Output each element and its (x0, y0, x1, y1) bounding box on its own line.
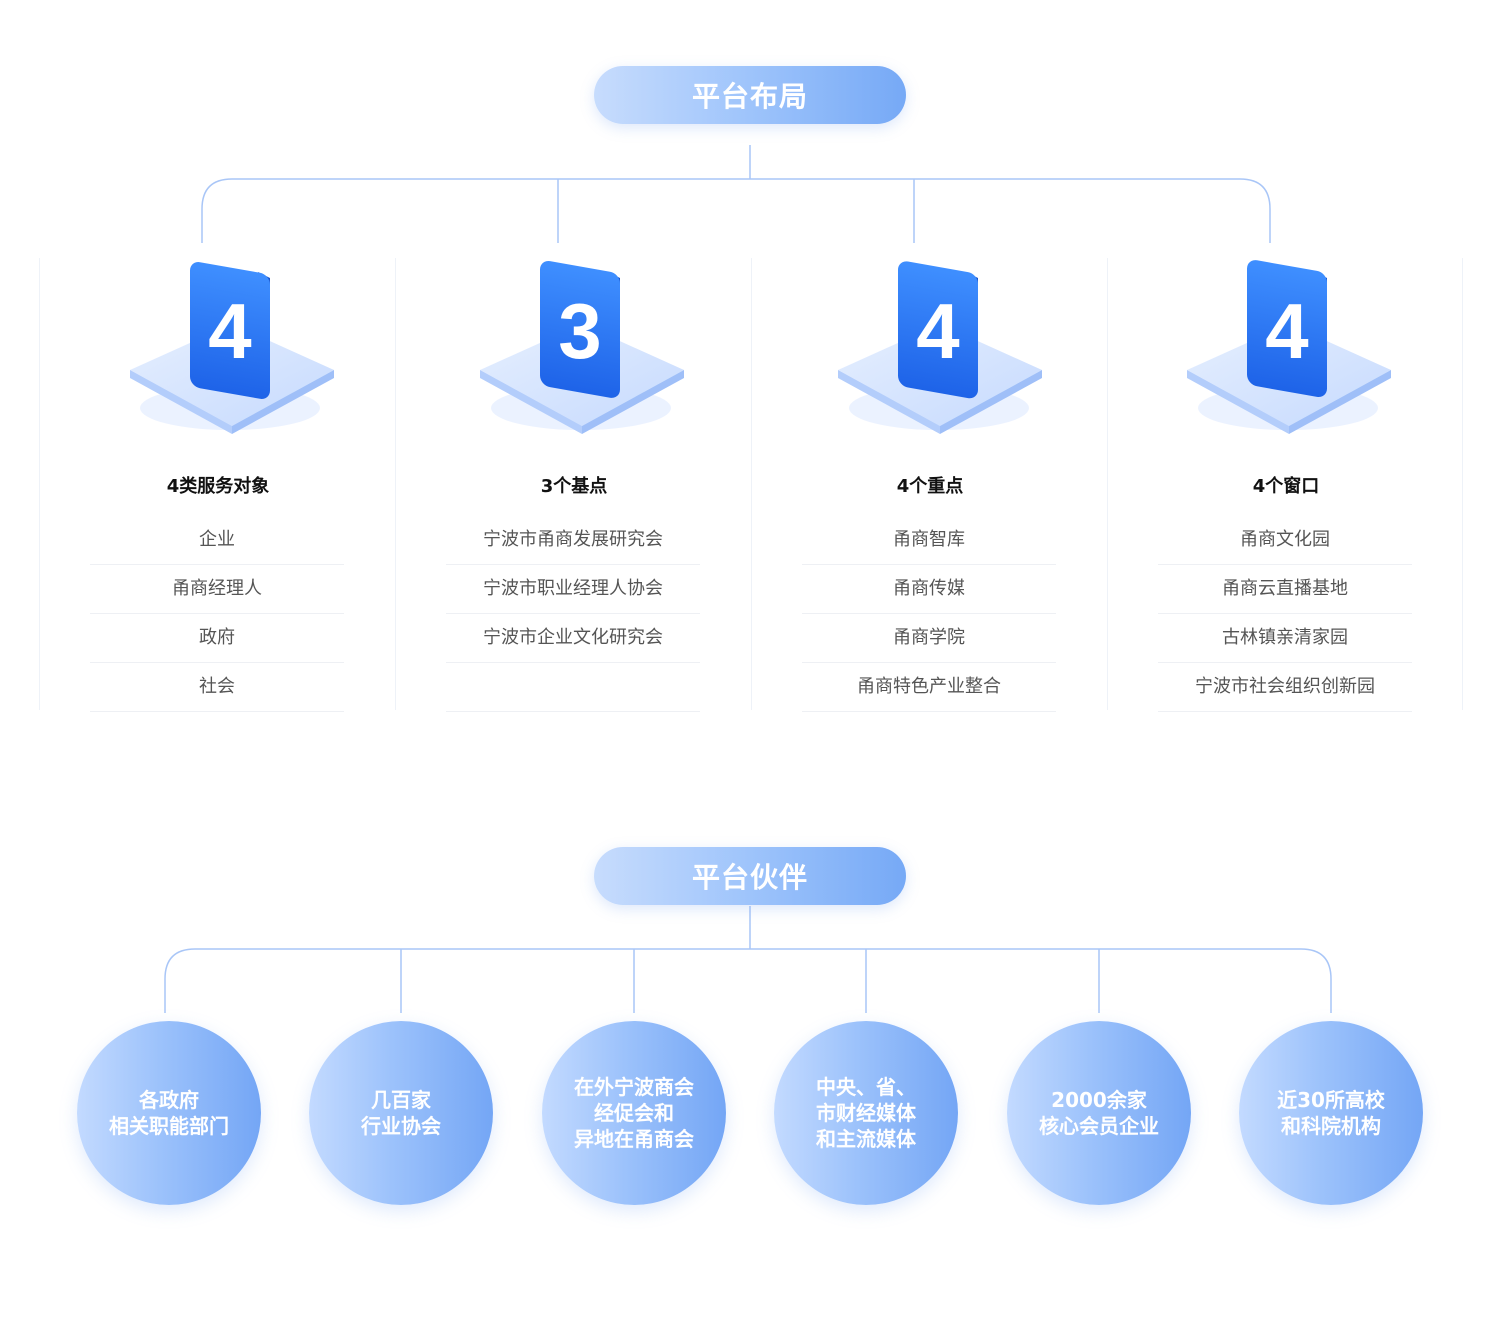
badge-number: 3 (558, 287, 601, 375)
list-item: 宁波市社会组织创新园 (1158, 663, 1412, 712)
column-title: 4个重点 (896, 476, 964, 497)
partner-line: 核心会员企业 (1039, 1114, 1159, 1138)
partner-line: 2000余家 (1051, 1088, 1147, 1112)
partner-line: 和主流媒体 (816, 1127, 916, 1151)
list-item: 甬商智库 (802, 516, 1056, 565)
list-item: 社会 (90, 663, 344, 712)
partner-circle: 近30所高校 和科院机构 (1239, 1021, 1423, 1205)
section-title-text: 平台伙伴 (691, 861, 808, 894)
section-title-platform-layout: 平台布局 (594, 66, 906, 124)
partner-line: 近30所高校 (1277, 1088, 1385, 1112)
column-title: 4类服务对象 (166, 476, 270, 497)
badge-number: 4 (1265, 287, 1308, 375)
partner-line: 在外宁波商会 (574, 1075, 694, 1099)
layout-column-windows: 4 4个窗口 甬商文化园 甬商云直播基地 古林镇亲清家园 宁波市社会组织创新园 (1107, 258, 1463, 712)
list-item: 企业 (90, 516, 344, 565)
column-list: 甬商文化园 甬商云直播基地 古林镇亲清家园 宁波市社会组织创新园 (1158, 516, 1412, 712)
partner-line: 几百家 (371, 1088, 431, 1112)
list-item: 甬商特色产业整合 (802, 663, 1056, 712)
number-badge-4-icon: 4 (1187, 260, 1391, 434)
section-title-platform-partners: 平台伙伴 (594, 847, 906, 905)
partner-circle: 2000余家 核心会员企业 (1007, 1021, 1191, 1205)
list-item: 宁波市职业经理人协会 (446, 565, 700, 614)
partner-line: 各政府 (139, 1088, 199, 1112)
list-item: 政府 (90, 614, 344, 663)
number-badge-3-icon: 3 (480, 261, 684, 434)
layout-column-key-points: 4 4个重点 甬商智库 甬商传媒 甬商学院 甬商特色产业整合 (751, 258, 1107, 712)
column-list: 宁波市甬商发展研究会 宁波市职业经理人协会 宁波市企业文化研究会 (446, 516, 700, 712)
list-item: 甬商云直播基地 (1158, 565, 1412, 614)
partner-line: 和科院机构 (1281, 1114, 1381, 1138)
partner-circle: 各政府 相关职能部门 (77, 1021, 261, 1205)
number-badge-4-icon: 4 (838, 261, 1042, 434)
layout-column-service-targets: 4 4类服务对象 企业 甬商经理人 政府 社会 (39, 258, 395, 712)
partner-line: 中央、省、 (816, 1075, 916, 1099)
partner-circle: 中央、省、 市财经媒体 和主流媒体 (774, 1021, 958, 1205)
list-item: 甬商学院 (802, 614, 1056, 663)
partner-line: 经促会和 (594, 1101, 674, 1125)
column-title: 4个窗口 (1252, 476, 1320, 497)
column-list: 甬商智库 甬商传媒 甬商学院 甬商特色产业整合 (802, 516, 1056, 712)
section-title-text: 平台布局 (691, 80, 808, 113)
partner-line: 行业协会 (361, 1114, 441, 1138)
list-item: 宁波市企业文化研究会 (446, 614, 700, 663)
list-item (446, 663, 700, 712)
badge-number: 4 (208, 287, 251, 375)
partner-circle: 几百家 行业协会 (309, 1021, 493, 1205)
list-item: 甬商文化园 (1158, 516, 1412, 565)
partner-line: 相关职能部门 (109, 1114, 229, 1138)
list-item: 甬商传媒 (802, 565, 1056, 614)
partner-line: 异地在甬商会 (574, 1127, 694, 1151)
list-item: 古林镇亲清家园 (1158, 614, 1412, 663)
badge-number: 4 (916, 287, 959, 375)
column-title: 3个基点 (540, 476, 608, 497)
number-badge-4-icon: 4 (130, 262, 334, 434)
column-list: 企业 甬商经理人 政府 社会 (90, 516, 344, 712)
list-item: 甬商经理人 (90, 565, 344, 614)
partner-line: 市财经媒体 (816, 1101, 916, 1125)
list-item: 宁波市甬商发展研究会 (446, 516, 700, 565)
layout-column-bases: 3 3个基点 宁波市甬商发展研究会 宁波市职业经理人协会 宁波市企业文化研究会 (395, 258, 751, 712)
partner-circle: 在外宁波商会 经促会和 异地在甬商会 (542, 1021, 726, 1205)
